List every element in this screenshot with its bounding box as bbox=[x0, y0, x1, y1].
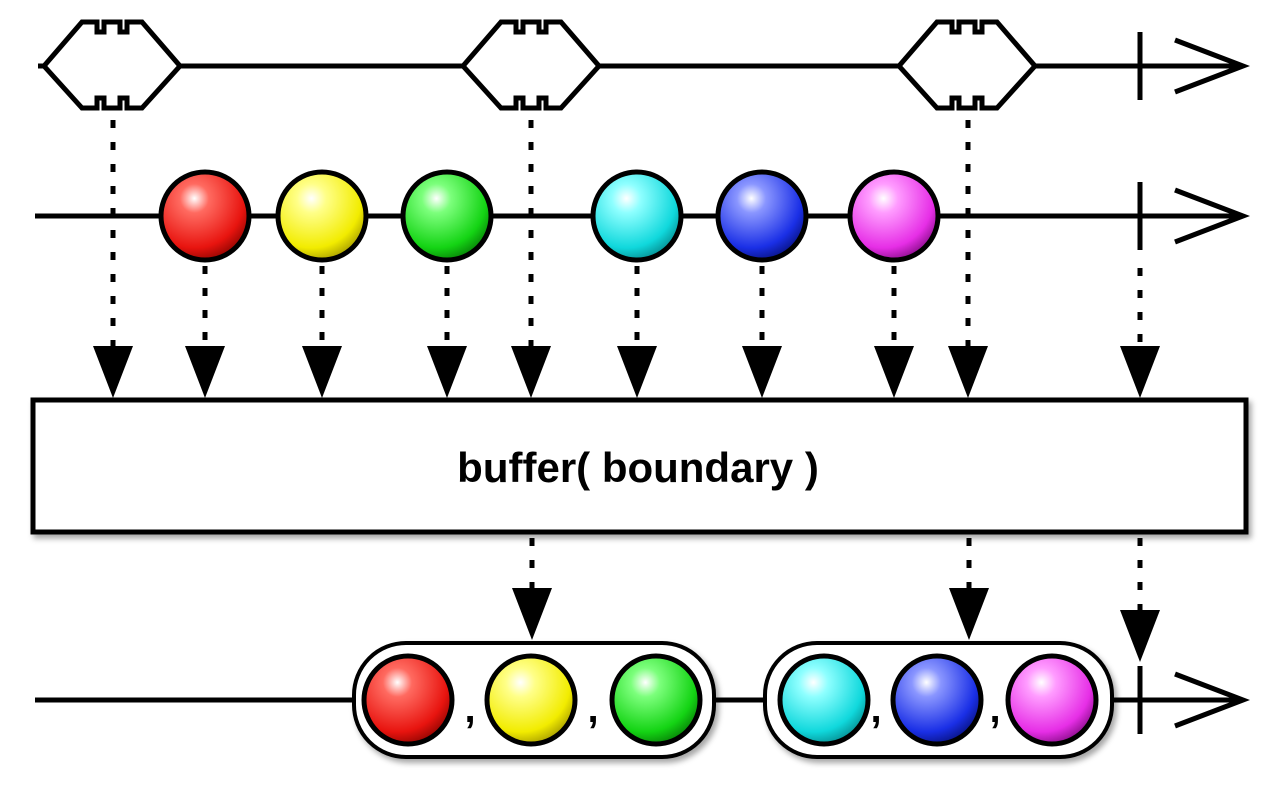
arrow-item-4 bbox=[617, 266, 657, 398]
arrow-source-complete bbox=[1120, 268, 1160, 398]
arrow-emit-buffer-1 bbox=[512, 538, 552, 640]
boundary-markers bbox=[40, 19, 1039, 111]
buffer-2-marble-blue bbox=[890, 653, 984, 747]
source-marble-green bbox=[400, 169, 494, 263]
buffer-2-marble-magenta bbox=[1005, 653, 1099, 747]
arrow-item-2 bbox=[302, 266, 342, 398]
buffer-separator: , bbox=[464, 687, 475, 731]
input-arrows bbox=[93, 120, 1160, 398]
buffer-1-marble-yellow bbox=[484, 653, 578, 747]
arrow-boundary-1 bbox=[93, 120, 133, 398]
operator-label: buffer( boundary ) bbox=[457, 444, 819, 491]
boundary-timeline bbox=[38, 32, 1251, 100]
source-marble-yellow bbox=[275, 169, 369, 263]
buffer-separator: , bbox=[587, 687, 598, 731]
source-marble-blue bbox=[715, 169, 809, 263]
boundary-marker-1 bbox=[40, 19, 184, 111]
buffer-1-marble-green bbox=[609, 653, 703, 747]
source-marble-cyan bbox=[590, 169, 684, 263]
arrow-item-5 bbox=[742, 266, 782, 398]
arrow-boundary-3 bbox=[948, 120, 988, 398]
buffer-separator: , bbox=[989, 687, 1000, 731]
arrow-output-complete bbox=[1120, 538, 1160, 662]
arrow-boundary-2 bbox=[511, 120, 551, 398]
arrow-item-1 bbox=[185, 266, 225, 398]
boundary-marker-3 bbox=[895, 19, 1039, 111]
output-buffers: ,,,, bbox=[352, 641, 1114, 759]
source-marbles bbox=[158, 169, 941, 263]
buffer-1-marble-red bbox=[361, 653, 455, 747]
operator-box: buffer( boundary ) bbox=[30, 397, 1249, 535]
output-buffer-2: ,, bbox=[763, 641, 1114, 759]
source-marble-red bbox=[158, 169, 252, 263]
output-arrows bbox=[512, 538, 1160, 662]
boundary-marker-2 bbox=[459, 19, 603, 111]
arrow-emit-buffer-2 bbox=[949, 538, 989, 640]
source-marble-magenta bbox=[847, 169, 941, 263]
arrow-item-6 bbox=[874, 266, 914, 398]
arrow-item-3 bbox=[427, 266, 467, 398]
buffer-separator: , bbox=[870, 687, 881, 731]
output-buffer-1: ,, bbox=[352, 641, 716, 759]
buffer-2-marble-cyan bbox=[777, 653, 871, 747]
